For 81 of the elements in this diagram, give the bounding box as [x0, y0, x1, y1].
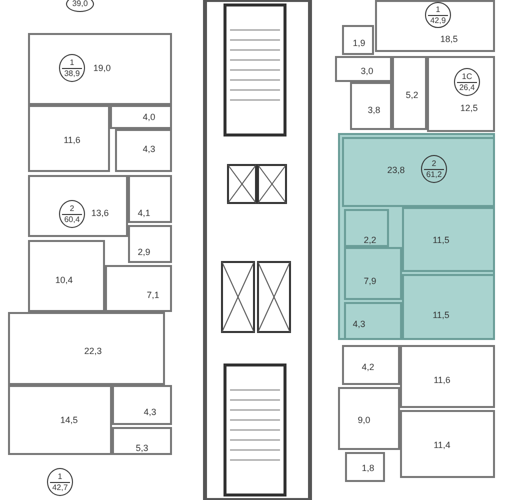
apartment-area: 26,4 [457, 82, 477, 92]
room-outline [105, 265, 172, 312]
room-outline [342, 345, 400, 385]
room-area: 11,5 [432, 310, 450, 320]
room-outline [392, 56, 427, 130]
apartment-badge [59, 54, 85, 82]
room-area: 11,6 [434, 375, 450, 385]
room-outline [335, 56, 392, 82]
room-outline [128, 175, 172, 223]
room-area: 5,2 [406, 90, 418, 100]
room-area: 19,0 [93, 63, 111, 73]
room-outline [342, 137, 495, 207]
room-outline [344, 209, 389, 247]
room-outline [344, 247, 402, 300]
apartment-badge [66, 0, 94, 12]
room-area: 7,9 [364, 276, 376, 286]
apartment-badge [47, 468, 73, 496]
room-area: 23,8 [387, 165, 405, 175]
room-outline [350, 82, 392, 130]
room-outline [375, 0, 495, 52]
room-area: 4,0 [142, 112, 156, 122]
room-area: 11,6 [64, 135, 80, 145]
highlighted-apartment [338, 133, 495, 340]
room-area: 10,4 [55, 275, 73, 285]
room-area: 1,8 [362, 463, 374, 473]
room-area: 4,2 [362, 362, 374, 372]
room-area: 1,9 [352, 38, 366, 48]
room-outline [8, 312, 165, 385]
room-area: 14,5 [60, 415, 78, 425]
apartment-badge [425, 2, 451, 28]
room-outline [338, 387, 400, 450]
room-count: 2 [70, 204, 74, 214]
room-area: 11,4 [434, 440, 450, 450]
room-outline [400, 410, 495, 478]
room-count: 1 [70, 58, 74, 68]
room-area: 11,5 [432, 235, 450, 245]
apartment-area: 60,4 [62, 214, 82, 224]
room-outline [344, 302, 402, 340]
room-outline [345, 452, 385, 482]
apartment-area: 42,7 [50, 482, 70, 492]
room-area: 2,9 [138, 247, 150, 257]
room-outline [112, 427, 172, 455]
room-outline [128, 225, 172, 263]
room-outline [28, 175, 128, 237]
room-area: 4,3 [352, 319, 366, 329]
room-outline [402, 274, 495, 340]
room-count: 1 [436, 4, 440, 14]
room-count: 2 [432, 158, 436, 168]
room-outline [28, 33, 172, 105]
room-outline [427, 56, 495, 132]
room-area: 4,1 [138, 208, 150, 218]
room-outline [112, 385, 172, 425]
room-area: 3,0 [360, 66, 374, 76]
apartment-badge [421, 155, 447, 183]
room-outline [28, 240, 105, 312]
room-outline [400, 345, 495, 408]
apartment-badge [454, 68, 480, 96]
room-outline [8, 385, 112, 455]
apartment-area: 61,2 [424, 168, 444, 180]
room-outline [342, 25, 374, 55]
room-area: 5,3 [136, 443, 148, 453]
room-outline [115, 129, 172, 172]
room-area: 4,3 [142, 144, 156, 154]
room-outline [402, 207, 495, 272]
apartment-area: 42,9 [428, 14, 448, 26]
room-count: 1С [462, 72, 472, 82]
room-area: 9,0 [358, 415, 370, 425]
room-area: 18,5 [440, 34, 458, 44]
room-count: 39,0 [72, 0, 88, 9]
room-area: 22,3 [84, 346, 102, 356]
room-area: 2,2 [364, 235, 376, 245]
room-area: 4,3 [144, 407, 156, 417]
room-area: 13,6 [91, 208, 109, 218]
room-area: 12,5 [460, 103, 478, 113]
room-area: 7,1 [146, 290, 160, 300]
room-outline [110, 105, 172, 129]
room-area: 3,8 [368, 105, 380, 115]
apartment-badge [59, 200, 85, 228]
room-outline [28, 105, 110, 172]
apartment-area: 38,9 [62, 68, 82, 78]
room-count: 1 [58, 472, 62, 482]
